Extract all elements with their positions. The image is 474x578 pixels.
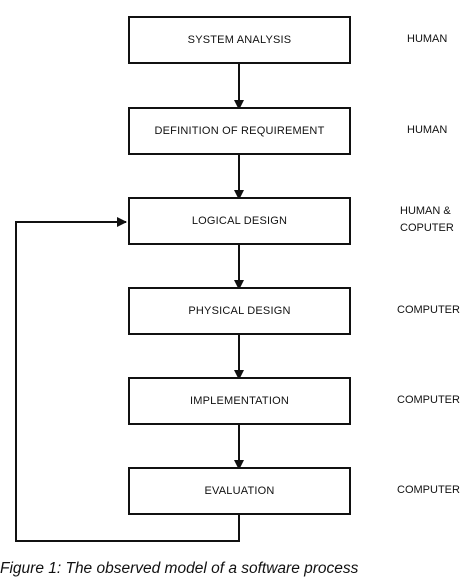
step-box-definition-of-requirement: DEFINITION OF REQUIREMENT [128, 107, 351, 155]
actor-label-logical-design: HUMAN & COPUTER [400, 205, 454, 234]
step-box-system-analysis: SYSTEM ANALYSIS [128, 16, 351, 64]
step-box-physical-design: PHYSICAL DESIGN [128, 287, 351, 335]
feedback-loop-arrow [15, 217, 240, 542]
step-box-logical-design: LOGICAL DESIGN [128, 197, 351, 245]
figure-caption: Figure 1: The observed model of a softwa… [0, 560, 359, 577]
actor-label-evaluation: COMPUTER [397, 484, 460, 496]
step-box-evaluation: EVALUATION [128, 467, 351, 515]
actor-label-physical-design: COMPUTER [397, 304, 460, 316]
step-box-implementation: IMPLEMENTATION [128, 377, 351, 425]
actor-label-definition-of-requirement: HUMAN [407, 124, 448, 136]
actor-label-system-analysis: HUMAN [407, 33, 448, 45]
actor-label-implementation: COMPUTER [397, 394, 460, 406]
